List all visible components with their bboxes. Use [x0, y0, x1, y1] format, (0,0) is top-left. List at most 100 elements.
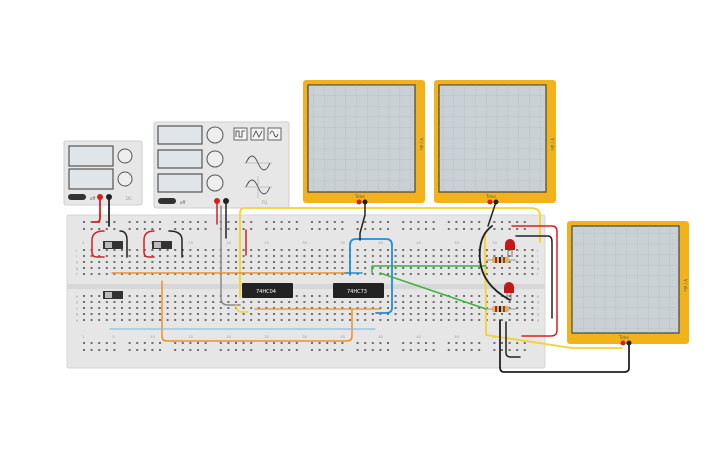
- breadboard-hole[interactable]: [136, 349, 139, 351]
- breadboard-hole[interactable]: [250, 228, 253, 230]
- breadboard-hole[interactable]: [432, 249, 435, 251]
- breadboard-hole[interactable]: [189, 221, 192, 223]
- breadboard-hole[interactable]: [364, 349, 367, 351]
- breadboard-hole[interactable]: [288, 249, 291, 251]
- breadboard-hole[interactable]: [364, 267, 367, 269]
- breadboard-hole[interactable]: [516, 228, 519, 230]
- breadboard-hole[interactable]: [250, 249, 253, 251]
- breadboard-hole[interactable]: [341, 249, 344, 251]
- breadboard-hole[interactable]: [280, 313, 283, 315]
- breadboard-hole[interactable]: [159, 307, 161, 309]
- breadboard-hole[interactable]: [265, 342, 268, 344]
- breadboard-hole[interactable]: [265, 267, 268, 269]
- wires[interactable]: [91, 196, 630, 373]
- breadboard-hole[interactable]: [371, 255, 374, 257]
- breadboard-hole[interactable]: [463, 221, 465, 223]
- breadboard-hole[interactable]: [379, 307, 382, 309]
- breadboard-hole[interactable]: [425, 255, 427, 257]
- breadboard-hole[interactable]: [295, 221, 298, 223]
- breadboard-hole[interactable]: [189, 342, 192, 344]
- breadboard-hole[interactable]: [98, 255, 101, 257]
- breadboard-hole[interactable]: [181, 307, 184, 309]
- breadboard-hole[interactable]: [143, 249, 146, 251]
- breadboard-hole[interactable]: [371, 319, 374, 321]
- breadboard-hole[interactable]: [447, 221, 450, 223]
- breadboard-hole[interactable]: [83, 313, 85, 315]
- breadboard-hole[interactable]: [470, 349, 473, 351]
- breadboard-hole[interactable]: [288, 273, 291, 275]
- breadboard-hole[interactable]: [432, 301, 435, 303]
- breadboard-hole[interactable]: [417, 221, 420, 223]
- breadboard-hole[interactable]: [394, 319, 397, 321]
- breadboard-hole[interactable]: [83, 249, 85, 251]
- breadboard-hole[interactable]: [159, 249, 161, 251]
- breadboard-hole[interactable]: [311, 255, 313, 257]
- breadboard-hole[interactable]: [219, 301, 222, 303]
- breadboard-hole[interactable]: [83, 319, 85, 321]
- breadboard-hole[interactable]: [387, 313, 389, 315]
- breadboard-hole[interactable]: [242, 267, 245, 269]
- breadboard-hole[interactable]: [508, 349, 511, 351]
- breadboard-hole[interactable]: [219, 342, 222, 344]
- breadboard-hole[interactable]: [280, 342, 283, 344]
- breadboard-hole[interactable]: [318, 228, 321, 230]
- breadboard-hole[interactable]: [105, 228, 108, 230]
- breadboard-hole[interactable]: [333, 255, 336, 257]
- breadboard-hole[interactable]: [295, 349, 298, 351]
- breadboard-hole[interactable]: [303, 307, 306, 309]
- breadboard-hole[interactable]: [166, 261, 169, 263]
- breadboard-hole[interactable]: [417, 255, 420, 257]
- breadboard-hole[interactable]: [493, 273, 496, 275]
- breadboard-hole[interactable]: [311, 349, 313, 351]
- breadboard-hole[interactable]: [417, 273, 420, 275]
- breadboard-hole[interactable]: [204, 342, 207, 344]
- breadboard-hole[interactable]: [425, 249, 427, 251]
- breadboard-hole[interactable]: [463, 342, 465, 344]
- breadboard-hole[interactable]: [83, 255, 85, 257]
- breadboard-hole[interactable]: [204, 307, 207, 309]
- breadboard-hole[interactable]: [455, 349, 458, 351]
- breadboard-hole[interactable]: [432, 261, 435, 263]
- breadboard-hole[interactable]: [159, 267, 161, 269]
- breadboard-hole[interactable]: [432, 221, 435, 223]
- breadboard-hole[interactable]: [280, 267, 283, 269]
- breadboard-hole[interactable]: [280, 228, 283, 230]
- breadboard-hole[interactable]: [508, 221, 511, 223]
- breadboard-hole[interactable]: [402, 342, 405, 344]
- breadboard-hole[interactable]: [425, 261, 427, 263]
- breadboard-hole[interactable]: [364, 307, 367, 309]
- breadboard-hole[interactable]: [478, 307, 481, 309]
- breadboard-hole[interactable]: [326, 261, 329, 263]
- breadboard-hole[interactable]: [83, 261, 85, 263]
- breadboard-hole[interactable]: [516, 349, 519, 351]
- breadboard-hole[interactable]: [470, 228, 473, 230]
- breadboard-hole[interactable]: [387, 301, 389, 303]
- breadboard-hole[interactable]: [508, 255, 511, 257]
- breadboard-hole[interactable]: [379, 349, 382, 351]
- breadboard-hole[interactable]: [402, 249, 405, 251]
- oscilloscope-2[interactable]: V / div Time: [434, 80, 556, 205]
- breadboard-hole[interactable]: [318, 342, 321, 344]
- breadboard-hole[interactable]: [288, 349, 291, 351]
- breadboard-hole[interactable]: [463, 255, 465, 257]
- breadboard-hole[interactable]: [409, 273, 412, 275]
- breadboard-hole[interactable]: [432, 228, 435, 230]
- breadboard-hole[interactable]: [295, 228, 298, 230]
- breadboard-hole[interactable]: [463, 349, 465, 351]
- breadboard-hole[interactable]: [159, 313, 161, 315]
- breadboard-hole[interactable]: [151, 295, 154, 297]
- breadboard-hole[interactable]: [197, 228, 199, 230]
- breadboard-hole[interactable]: [478, 319, 481, 321]
- breadboard-hole[interactable]: [265, 249, 268, 251]
- breadboard-hole[interactable]: [485, 261, 488, 263]
- breadboard-hole[interactable]: [371, 267, 374, 269]
- breadboard-hole[interactable]: [387, 228, 389, 230]
- breadboard-hole[interactable]: [387, 319, 389, 321]
- breadboard-hole[interactable]: [189, 301, 192, 303]
- breadboard-hole[interactable]: [432, 349, 435, 351]
- breadboard-hole[interactable]: [508, 307, 511, 309]
- breadboard-hole[interactable]: [288, 342, 291, 344]
- breadboard-hole[interactable]: [440, 301, 443, 303]
- breadboard-hole[interactable]: [417, 342, 420, 344]
- breadboard-hole[interactable]: [356, 228, 359, 230]
